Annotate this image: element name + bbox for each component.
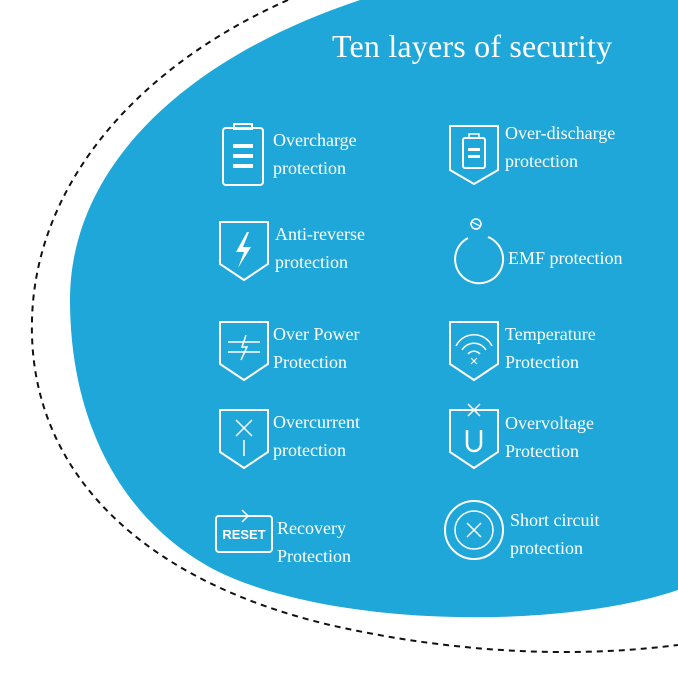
reset-icon-text: RESET [222, 527, 265, 542]
reset-icon: RESET [215, 509, 273, 553]
feature-label: Recovery Protection [277, 518, 351, 566]
lightning-shield-icon [219, 221, 269, 282]
feature-label: Overcharge protection [273, 130, 357, 178]
battery-full-icon [222, 123, 264, 186]
feature-label: Short circuit protection [510, 510, 600, 558]
temperature-wave-shield-icon [449, 321, 499, 382]
feature-label: Over Power Protection [273, 324, 360, 372]
battery-shield-icon [449, 125, 499, 186]
voltage-shield-icon [449, 403, 499, 470]
page-title: Ten layers of security [332, 28, 613, 64]
feature-label: Overvoltage Protection [505, 413, 594, 461]
feature-label: Anti-reverse protection [275, 224, 365, 272]
feature-label: Overcurrent protection [273, 412, 360, 460]
feature-label: EMF protection [508, 248, 623, 268]
power-shield-icon [219, 321, 269, 382]
feature-label: Over-discharge protection [505, 123, 616, 171]
dashed-outline [30, 0, 678, 654]
feature-label: Temperature Protection [505, 324, 596, 372]
short-circuit-circle-icon [444, 500, 504, 560]
current-shield-icon [219, 409, 269, 470]
emf-ring-icon [454, 218, 505, 285]
